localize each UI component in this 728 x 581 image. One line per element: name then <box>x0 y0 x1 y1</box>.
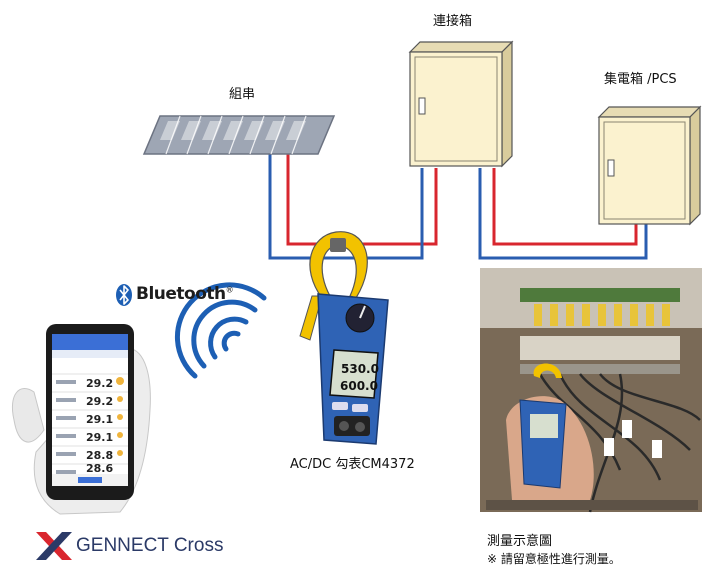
phone-reading: 29.1 <box>86 413 113 426</box>
phone-reading: 29.1 <box>86 431 113 444</box>
bluetooth-icon <box>116 284 132 306</box>
meter-display-line1: 530.0 <box>341 362 379 376</box>
measurement-photo <box>480 268 702 513</box>
bluetooth-wordmark: Bluetooth® <box>136 284 234 304</box>
bluetooth-text: Bluetooth <box>136 284 226 304</box>
phone-reading: 29.2 <box>86 395 113 408</box>
photo-caption: 測量示意圖 <box>487 534 553 549</box>
photo-note: ※ 請留意極性進行測量。 <box>487 552 621 566</box>
label-junction-box: 連接箱 <box>433 14 473 29</box>
gennect-x-logo-icon <box>36 532 72 560</box>
solar-panel-string <box>142 115 336 155</box>
brand-name: GENNECT Cross <box>76 535 224 556</box>
label-meter-name: AC/DC 勾表CM4372 <box>290 457 415 472</box>
phone-reading: 28.6 <box>86 462 113 475</box>
label-panel-string: 組串 <box>229 87 256 102</box>
clamp-meter-cm4372 <box>299 231 389 445</box>
bluetooth-signal-waves <box>174 282 267 379</box>
phone-readings: 29.2 29.2 29.1 29.1 28.8 28.6 <box>86 377 113 475</box>
phone-reading: 28.8 <box>86 449 113 462</box>
meter-display-line2: 600.0 <box>340 379 378 393</box>
registered-mark: ® <box>225 285 234 295</box>
smartphone-in-hand <box>12 324 151 515</box>
junction-box-cabinet <box>408 40 514 168</box>
label-combiner-pcs: 集電箱 /PCS <box>604 72 677 87</box>
phone-reading: 29.2 <box>86 377 113 390</box>
blue-wire-junction-to-combiner <box>478 168 648 260</box>
red-wire-junction-to-combiner <box>492 168 638 246</box>
combiner-pcs-cabinet <box>597 105 702 226</box>
blue-wire-panel-to-junction <box>268 150 424 260</box>
